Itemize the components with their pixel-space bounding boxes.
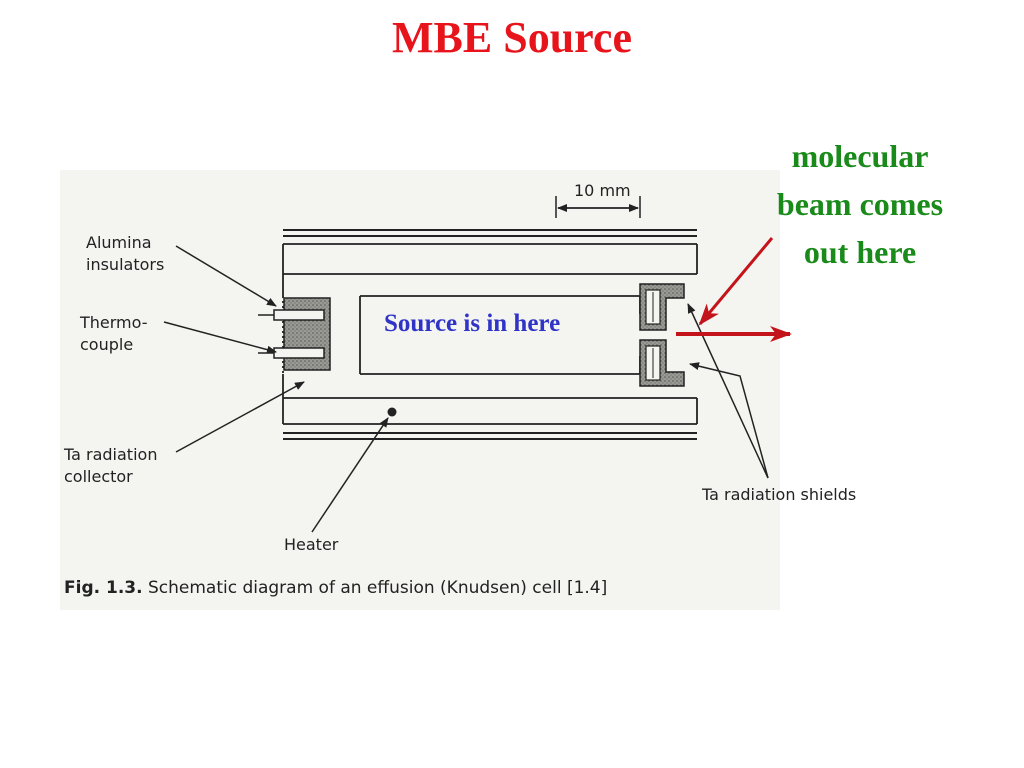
slide-title: MBE Source [392, 13, 632, 62]
thermocouple-label: Thermo- couple [80, 313, 148, 354]
heater-label: Heater [284, 535, 339, 554]
ta-radiation-shields [639, 283, 685, 387]
heater-body [282, 243, 698, 425]
scale-label: 10 mm [574, 181, 631, 200]
outer-shell [283, 229, 697, 440]
figure-caption-text: Schematic diagram of an effusion (Knudse… [147, 578, 608, 598]
leader-arrows [163, 245, 769, 533]
scale-bar [555, 196, 641, 218]
beam-pointer-arrow [698, 237, 774, 326]
ta-radiation-collector-block [283, 297, 331, 371]
heater-dot [387, 407, 397, 417]
source-callout: Source is in here [384, 310, 561, 337]
ta-radiation-shields-label: Ta radiation shields [702, 485, 857, 504]
ta-radiation-collector-label: Ta radiation collector [64, 445, 158, 486]
figure-number: Fig. 1.3. [64, 578, 143, 598]
figure-caption: Fig. 1.3. Schematic diagram of an effusi… [64, 578, 607, 598]
beam-callout: molecular beam comes out here [776, 138, 944, 270]
alumina-insulators-label: Alumina insulators [86, 233, 165, 274]
